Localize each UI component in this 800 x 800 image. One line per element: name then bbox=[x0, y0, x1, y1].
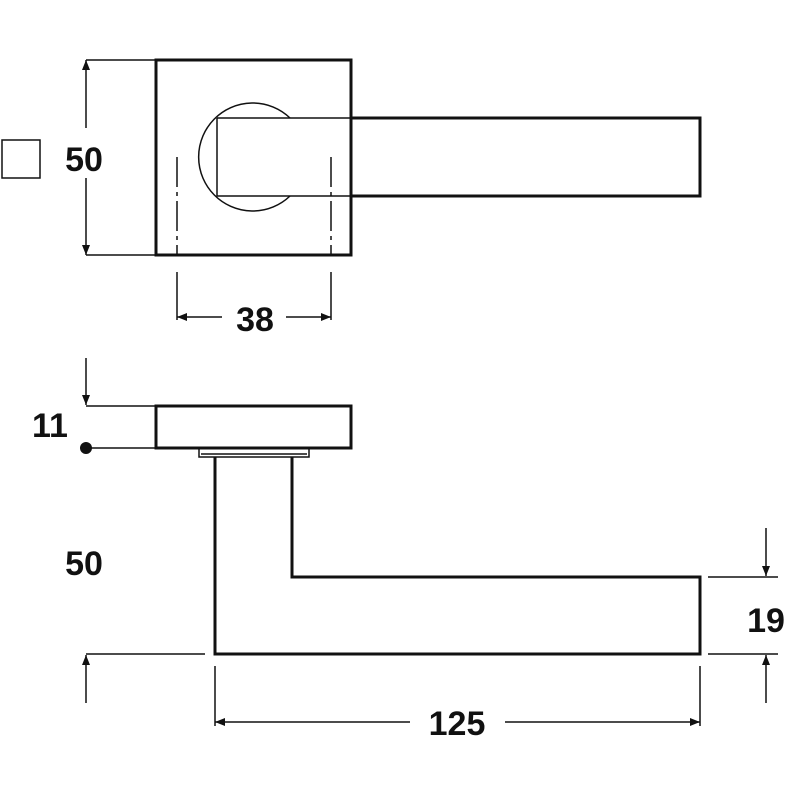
side-view: 11 50 125 19 bbox=[32, 358, 785, 743]
lever-height-label: 19 bbox=[747, 602, 785, 640]
projection-label: 50 bbox=[65, 545, 103, 583]
square-symbol-icon bbox=[1, 139, 41, 179]
front-view: 50 38 bbox=[1, 58, 702, 339]
square-rose bbox=[154, 58, 353, 257]
rose-thickness-label: 11 bbox=[32, 407, 68, 445]
rose-side bbox=[154, 404, 353, 450]
height-dimension-label: 50 bbox=[65, 141, 103, 179]
spindle-spacing-label: 38 bbox=[236, 301, 274, 339]
rose-neck bbox=[198, 448, 310, 458]
lever-side bbox=[213, 457, 702, 656]
lever-front-inner bbox=[216, 117, 351, 197]
dimension-dot bbox=[80, 442, 92, 454]
lever-front bbox=[351, 116, 702, 198]
lever-length-label: 125 bbox=[429, 705, 486, 743]
rose-circle bbox=[197, 102, 291, 212]
